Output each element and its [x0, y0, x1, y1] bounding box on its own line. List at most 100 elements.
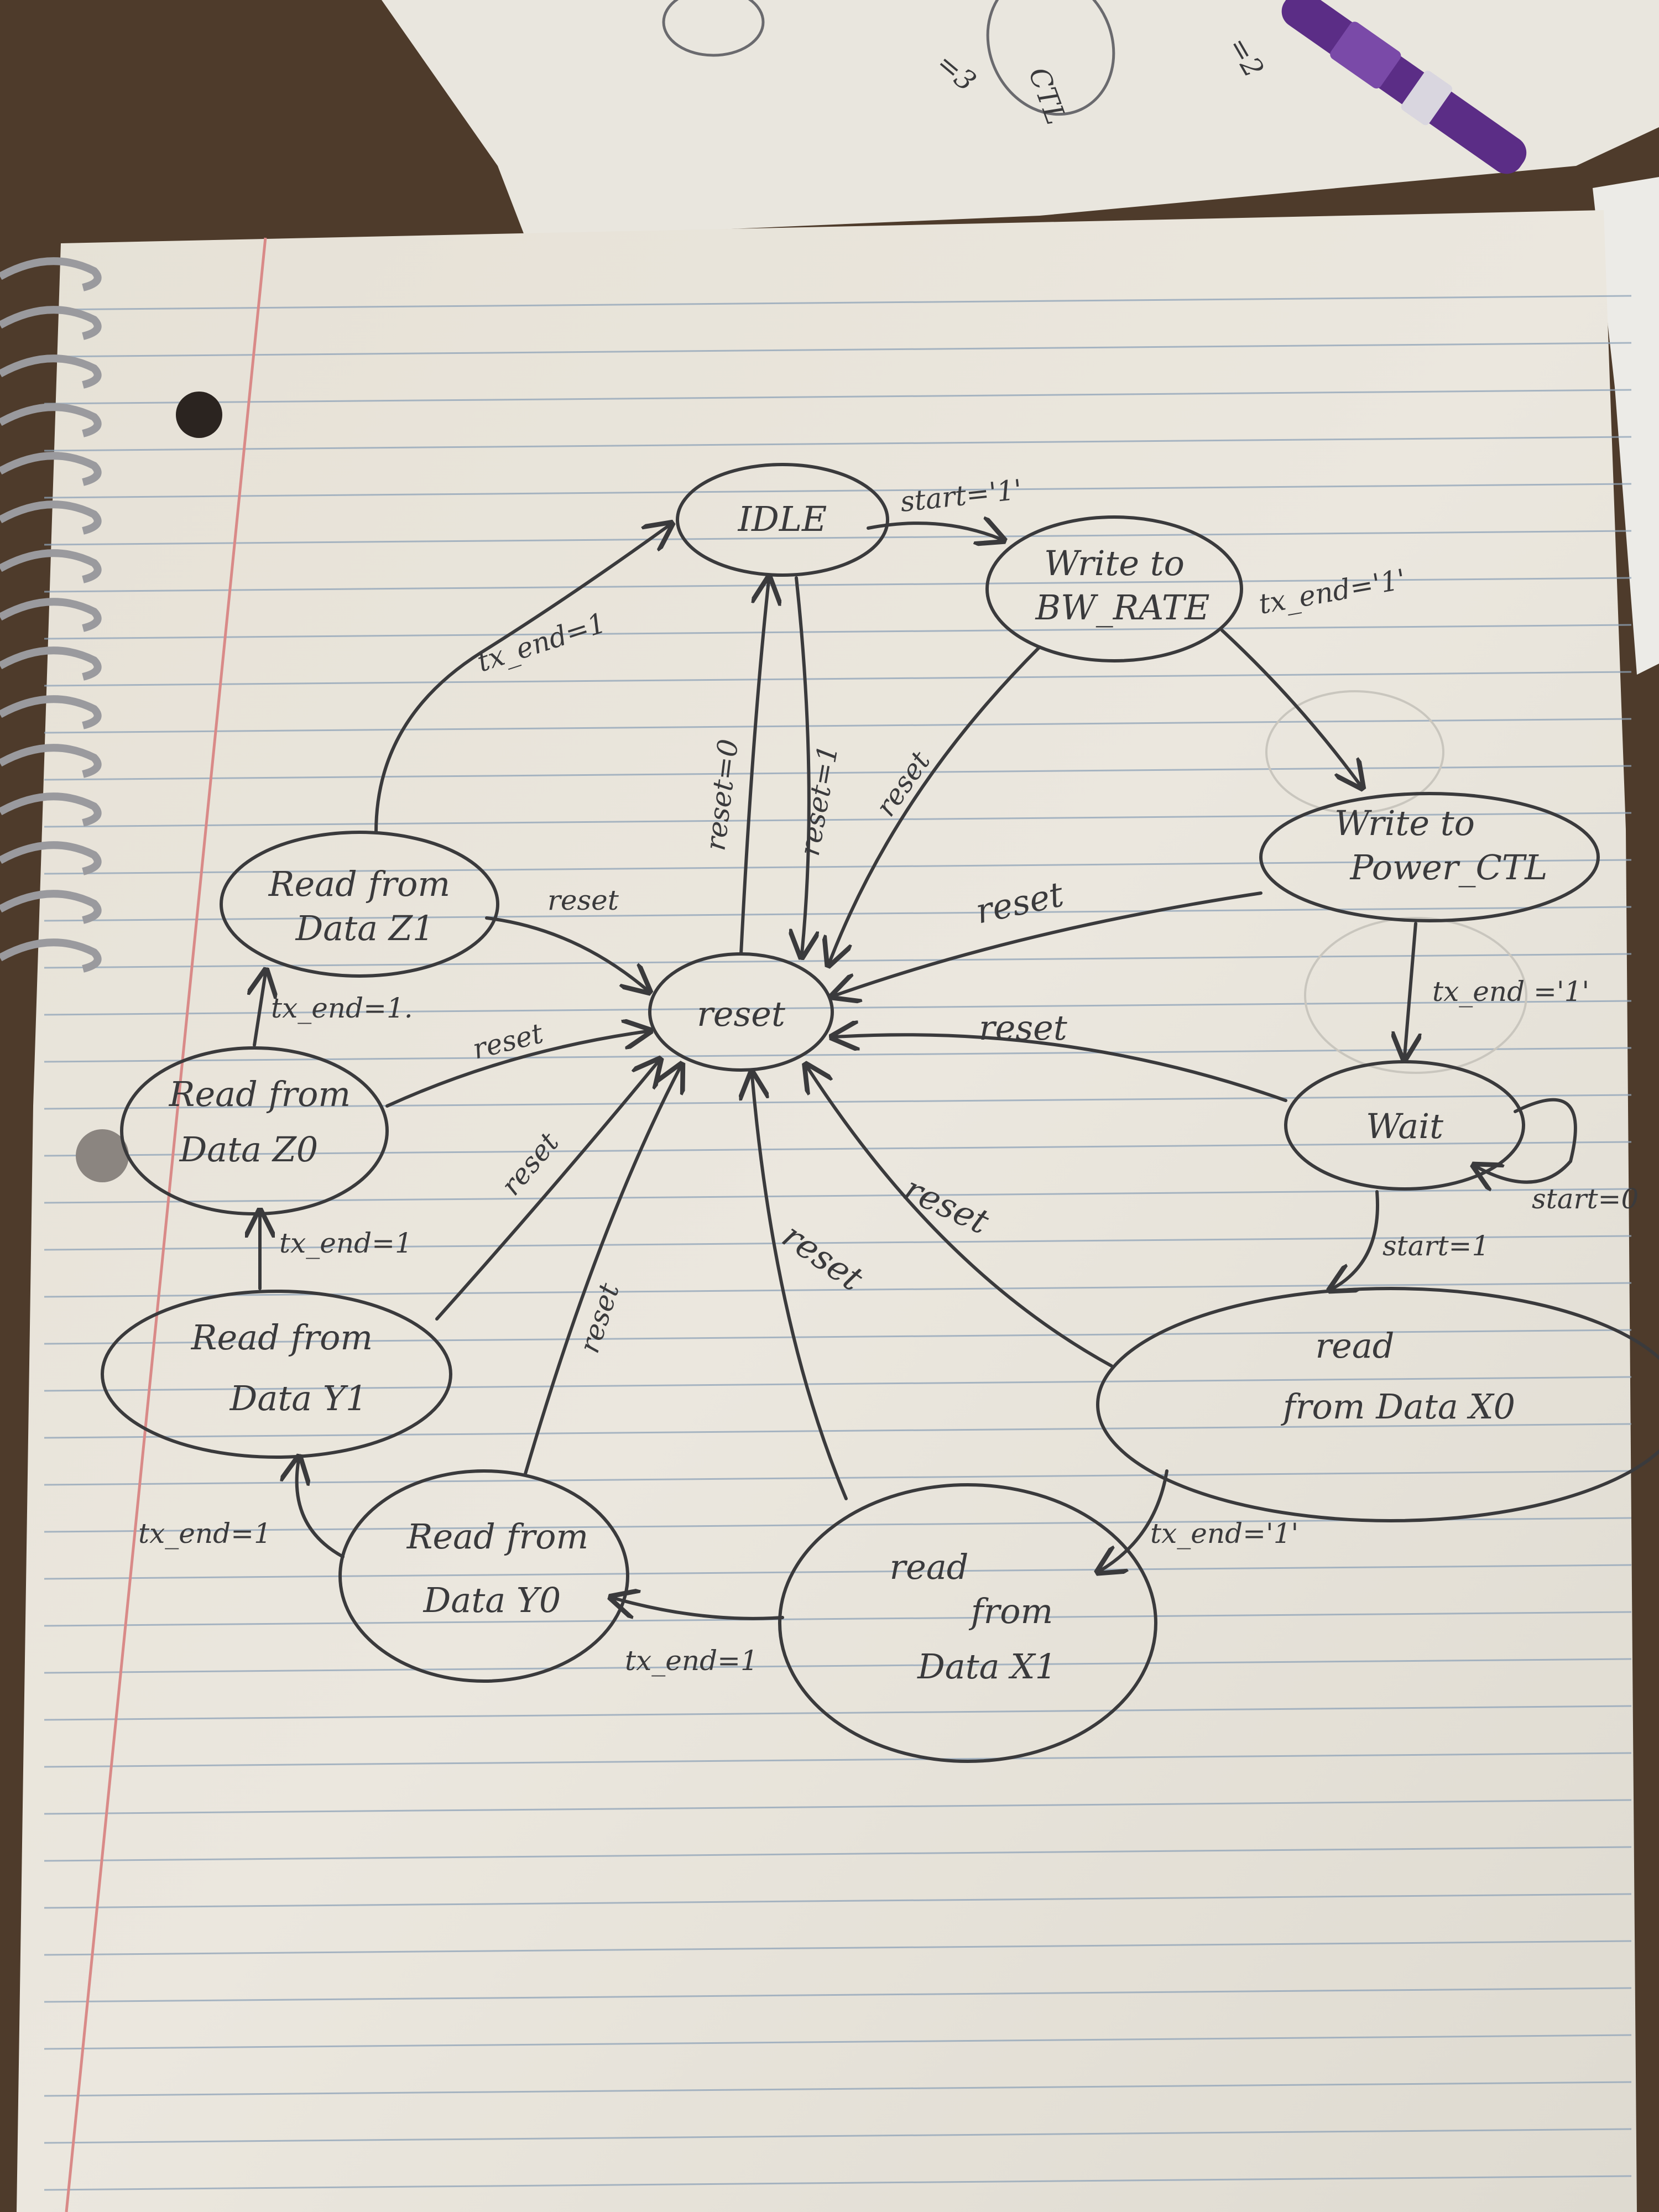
edge-z1-idle [374, 525, 669, 834]
ruled-line [44, 1094, 1632, 1110]
edge-bwrate-reset [830, 645, 1041, 962]
state-y1-label-2: Data Y1 [229, 1378, 368, 1418]
edge-y1-reset [435, 1062, 658, 1321]
edge-label-wait-self: start=0 [1532, 1183, 1639, 1215]
ruled-line [44, 1658, 1632, 1674]
spiral-ring [0, 938, 102, 973]
state-z0-label-2: Data Z0 [179, 1129, 319, 1170]
state-y0 [338, 1469, 629, 1683]
ruled-line [44, 1987, 1632, 2003]
edge-reset-idle [739, 581, 769, 956]
ruled-line [44, 1235, 1632, 1251]
ruled-line [44, 436, 1632, 452]
state-bw-rate-label-2: BW_RATE [1035, 587, 1210, 628]
state-x0-label-1: read [1316, 1326, 1395, 1366]
ruled-line [44, 483, 1632, 499]
ruled-line [44, 1376, 1632, 1392]
edge-label-z1-reset: reset [547, 884, 619, 916]
purple-pen [1281, 0, 1527, 174]
edge-idle-reset [796, 576, 809, 954]
state-x1-label-2: from [969, 1591, 1053, 1631]
state-y1-label-1: Read from [191, 1317, 373, 1358]
ruled-line [44, 1423, 1632, 1439]
spiral-ring [0, 646, 102, 681]
spiral-ring [0, 549, 102, 583]
state-z1 [220, 831, 499, 978]
ruled-line [44, 1611, 1632, 1627]
erased-state-1 [1265, 690, 1444, 814]
edge-x1-y0 [614, 1598, 784, 1620]
state-z1-label-2: Data Z1 [295, 908, 435, 948]
erased-state-2 [1304, 917, 1527, 1074]
edge-label-wait-x0: start=1 [1383, 1230, 1489, 1262]
background-scribble-oval [986, 0, 1115, 116]
edge-label-z0-z1: tx_end=1. [271, 992, 413, 1024]
edge-label-y0-y1: tx_end=1 [138, 1517, 272, 1550]
spiral-ring [0, 598, 102, 632]
background-paper: CTL =3 =2 [382, 0, 1659, 238]
edge-powerctl-wait [1405, 922, 1416, 1056]
ruled-line [44, 906, 1632, 922]
state-labels: IDLE Write to BW_RATE Write to Power_CTL… [169, 499, 1548, 1687]
ruled-line [44, 2175, 1632, 2191]
punch-hole-top [176, 392, 222, 438]
edge-wait-reset [835, 1035, 1287, 1102]
state-wait-label: Wait [1366, 1106, 1443, 1146]
margin-line [65, 237, 267, 2212]
ruled-line [44, 1705, 1632, 1721]
ruled-line [44, 577, 1632, 593]
state-reset-label: reset [697, 994, 785, 1034]
state-x1-label-1: read [890, 1547, 969, 1587]
ruled-line [44, 1752, 1632, 1768]
background-scribble-circle [662, 0, 765, 57]
state-y0-label-2: Data Y0 [423, 1580, 561, 1620]
punch-hole-middle [76, 1129, 129, 1182]
ruled-line [44, 530, 1632, 546]
ruled-line [44, 389, 1632, 405]
spiral-ring [0, 306, 102, 340]
edge-wait-x0 [1333, 1190, 1379, 1288]
state-x1-label-3: Data X1 [917, 1646, 1057, 1687]
ruled-line [44, 718, 1632, 734]
ruled-line [44, 1799, 1632, 1815]
edge-label-y1-z0: tx_end=1 [279, 1227, 413, 1259]
edge-y0-reset [524, 1067, 680, 1475]
state-idle-label: IDLE [738, 499, 827, 539]
ruled-line [44, 1141, 1632, 1157]
edge-x0-reset [807, 1067, 1113, 1368]
state-y0-label-1: Read from [406, 1516, 588, 1557]
spiral-ring [0, 257, 102, 291]
edge-x0-x1 [1100, 1469, 1168, 1571]
state-diagram [101, 463, 1659, 1763]
ruled-line [44, 671, 1632, 687]
ruled-line [44, 1893, 1632, 1909]
ruled-line [44, 1564, 1632, 1580]
right-paper-edge [1593, 177, 1659, 675]
ruled-line [44, 859, 1632, 875]
ruled-line [44, 1188, 1632, 1204]
edge-z0-z1 [254, 973, 265, 1047]
state-power-ctl-label-2: Power_CTL [1350, 847, 1548, 888]
edge-z1-reset [485, 916, 647, 990]
ruled-line [44, 1000, 1632, 1016]
ruled-line [44, 342, 1632, 358]
state-z1-label-1: Read from [268, 864, 450, 904]
edge-label-x1-y0: tx_end=1 [625, 1645, 758, 1677]
edge-label-x0-x1: tx_end='1' [1150, 1517, 1298, 1550]
spiral-ring [0, 792, 102, 827]
spiral-binding [0, 257, 102, 973]
edge-label-powerctl-wait: tx_end ='1' [1432, 975, 1589, 1008]
ruled-line [44, 1940, 1632, 1956]
state-power-ctl-label-1: Write to [1334, 803, 1475, 843]
edge-powerctl-reset [835, 891, 1262, 995]
edge-label-wait-reset: reset [979, 1008, 1067, 1048]
spiral-ring [0, 744, 102, 778]
edge-idle-bwrate [867, 523, 1001, 539]
ruled-line [44, 1282, 1632, 1298]
ruled-line [44, 2081, 1632, 2097]
spiral-ring [0, 890, 102, 924]
spiral-ring [0, 452, 102, 486]
ruled-line [44, 624, 1632, 640]
ruled-line [44, 2128, 1632, 2144]
